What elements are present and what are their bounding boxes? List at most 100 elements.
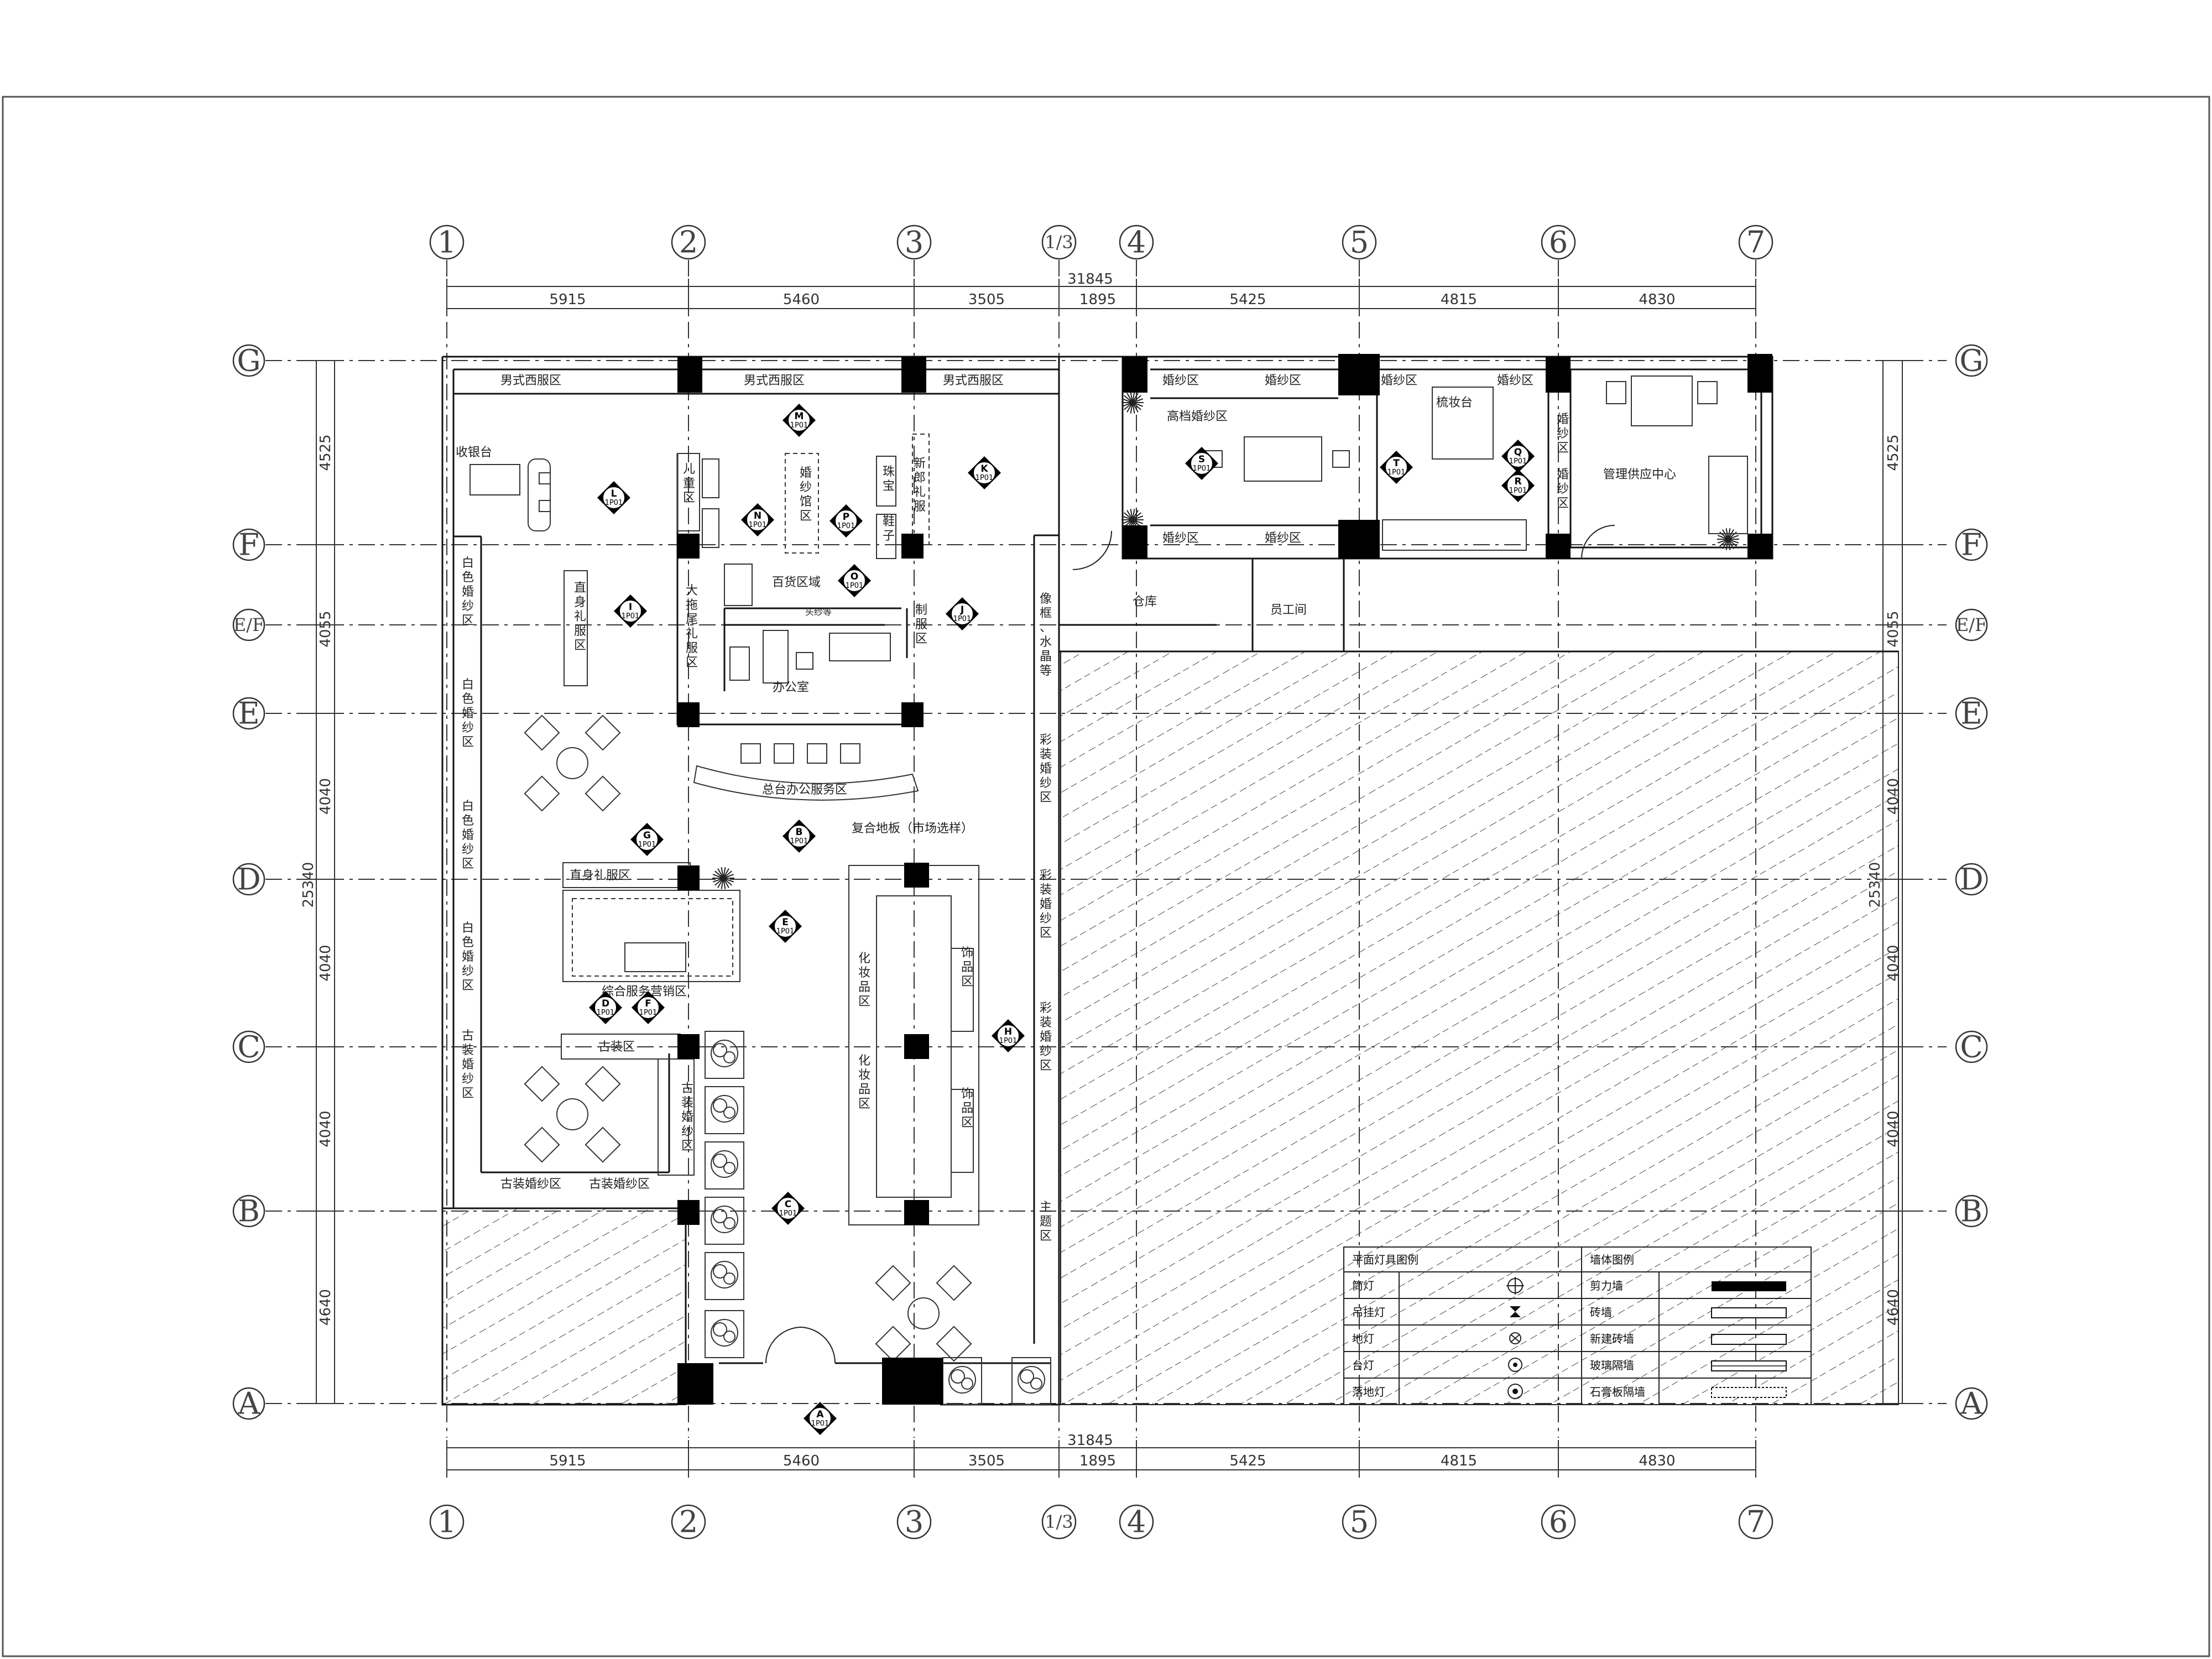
- svg-text:6: 6: [1549, 1505, 1568, 1540]
- dim-part-0-1: 5460: [783, 291, 820, 308]
- dim-side-total-1: 25340: [1867, 862, 1884, 908]
- column-9: [1338, 520, 1380, 559]
- vlabel-14: 化妆品区: [858, 952, 870, 1009]
- svg-text:1P01: 1P01: [639, 1009, 658, 1017]
- svg-text:1P01: 1P01: [605, 499, 623, 507]
- svg-text:1: 1: [437, 225, 456, 260]
- svg-text:1P01: 1P01: [975, 474, 994, 482]
- label-wedding-area-2: 婚纱区: [1265, 374, 1301, 388]
- svg-text:7: 7: [1746, 225, 1765, 260]
- svg-text:G: G: [237, 343, 260, 378]
- svg-text:L: L: [611, 488, 617, 499]
- svg-text:6: 6: [1549, 225, 1568, 260]
- dim-side-1-0: 4525: [1885, 434, 1902, 471]
- table-cluster-2: [875, 1265, 972, 1362]
- grid-bubble-col-0-1: 1: [429, 1505, 465, 1540]
- legend-wall-5: 石膏板隔墙: [1590, 1385, 1645, 1399]
- vlabel-17: 饰品区: [961, 1087, 973, 1130]
- legend-lamp-title: 平面灯具图例: [1352, 1253, 1418, 1266]
- label-wedding-area-3: 婚纱区: [1381, 374, 1417, 388]
- legend-wall-title: 墙体图例: [1590, 1253, 1634, 1266]
- svg-text:1P01: 1P01: [837, 522, 855, 530]
- grid-bubble-row-0-1: G: [1955, 343, 1988, 378]
- svg-text:R: R: [1514, 476, 1521, 487]
- svg-text:1P01: 1P01: [776, 927, 795, 936]
- grid-bubble-col-0-0: 1: [429, 225, 465, 260]
- dim-side-1-4: 4040: [1885, 1110, 1902, 1147]
- legend-lamp-1: 筒灯: [1352, 1279, 1374, 1292]
- svg-text:E/F: E/F: [1956, 614, 1987, 635]
- grid-bubble-row-6-1: B: [1955, 1194, 1988, 1229]
- svg-text:D: D: [237, 862, 260, 897]
- dim-part-1-3: 1895: [1079, 1453, 1116, 1469]
- svg-text:1P01: 1P01: [1509, 457, 1527, 466]
- column-17: [904, 1034, 929, 1059]
- dim-side-1-5: 4640: [1885, 1289, 1902, 1326]
- column-14: [677, 865, 700, 890]
- grid-bubble-row-6-0: B: [232, 1194, 265, 1229]
- plant-5: [705, 1310, 744, 1358]
- svg-text:G: G: [643, 830, 651, 841]
- hatched-area-right: [1060, 651, 1899, 1405]
- grid-bubble-row-3-0: E: [232, 696, 265, 731]
- sheet-frame: [2, 96, 2210, 1657]
- vlabel-22: 主题区: [1040, 1201, 1052, 1243]
- table-cluster-1: [524, 1066, 621, 1163]
- label-general-area: 百货区域: [772, 576, 821, 589]
- svg-text:P: P: [843, 512, 849, 523]
- svg-text:E: E: [782, 917, 789, 928]
- grid-bubble-col-4-1: 4: [1119, 1505, 1154, 1540]
- svg-text:1P01: 1P01: [638, 841, 656, 849]
- grid-bubble-col-4-0: 4: [1119, 225, 1154, 260]
- grid-bubble-row-7-0: A: [232, 1386, 265, 1421]
- svg-text:1P01: 1P01: [1509, 487, 1527, 495]
- grid-bubble-row-4-1: D: [1955, 862, 1988, 897]
- column-2: [1123, 357, 1147, 393]
- column-16: [677, 1034, 700, 1059]
- dim-side-0-0: 4525: [317, 434, 334, 471]
- column-5: [1747, 354, 1772, 393]
- svg-text:I: I: [629, 602, 632, 613]
- svg-text:G: G: [1959, 343, 1983, 378]
- svg-text:C: C: [237, 1030, 260, 1065]
- dim-part-1-4: 5425: [1229, 1453, 1266, 1469]
- vlabel-10: 新郎礼服: [914, 457, 926, 514]
- vlabel-20: 彩装婚纱区: [1040, 869, 1052, 940]
- legend-wall-4: 玻璃隔墙: [1590, 1359, 1634, 1372]
- dim-part-0-3: 1895: [1079, 291, 1116, 308]
- vlabel-1: 白色婚纱区: [462, 678, 474, 749]
- legend-lamp-5: 落地灯: [1352, 1385, 1385, 1399]
- label-mens-formal-3: 男式西服区: [943, 374, 1004, 388]
- column-19: [904, 1200, 929, 1225]
- svg-text:1P01: 1P01: [999, 1037, 1018, 1045]
- legend-table: 平面灯具图例 墙体图例 筒灯 吊挂灯 地灯 台灯 落地灯 剪力墙 砖墙 新建砖墙…: [1343, 1246, 1812, 1405]
- svg-text:B: B: [796, 827, 803, 838]
- vlabel-2: 白色婚纱区: [462, 800, 474, 871]
- svg-text:C: C: [785, 1199, 791, 1210]
- svg-text:1P01: 1P01: [1193, 465, 1211, 473]
- svg-text:D: D: [602, 998, 609, 1009]
- svg-text:2: 2: [679, 1505, 698, 1540]
- dim-side-0-3: 4040: [317, 945, 334, 981]
- svg-text:F: F: [645, 998, 651, 1009]
- legend-swatch-shear-wall: [1712, 1281, 1786, 1291]
- column-6: [677, 534, 700, 559]
- svg-text:1P01: 1P01: [790, 837, 808, 846]
- svg-text:D: D: [1959, 862, 1983, 897]
- grid-bubble-row-1-0: F: [232, 528, 265, 562]
- svg-text:K: K: [980, 463, 988, 474]
- dim-total-0: 31845: [1067, 271, 1113, 288]
- grid-bubble-row-7-1: A: [1955, 1386, 1988, 1421]
- svg-text:H: H: [1004, 1026, 1012, 1037]
- grid-bubble-col-6-0: 6: [1541, 225, 1576, 260]
- vlabel-9: 婚纱馆区: [800, 466, 812, 523]
- svg-text:7: 7: [1746, 1505, 1765, 1540]
- svg-text:2: 2: [679, 225, 698, 260]
- svg-text:1/3: 1/3: [1045, 1511, 1073, 1532]
- vlabel-7: 大拖尾礼服区: [686, 584, 698, 670]
